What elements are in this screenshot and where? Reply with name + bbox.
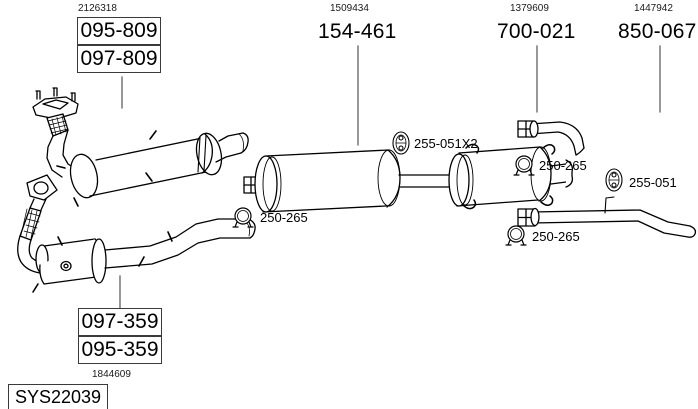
hardware-label-clamp-center-front: 250-265 — [260, 210, 308, 225]
ref-number-1844609: 1844609 — [92, 369, 131, 380]
part-code-850-067[interactable]: 850-067 — [618, 20, 697, 43]
part-code-700-021[interactable]: 700-021 — [497, 20, 576, 43]
ref-number-1447942: 1447942 — [634, 3, 673, 14]
part-center-silencer — [243, 143, 574, 213]
part-front-pipe-lower — [17, 174, 256, 293]
part-front-pipe-upper — [32, 87, 249, 207]
part-code-097-359[interactable]: 097-359 — [78, 308, 162, 336]
part-code-154-461[interactable]: 154-461 — [318, 20, 397, 43]
part-code-095-359[interactable]: 095-359 — [78, 336, 162, 364]
hardware-label-clamp-rear-upper: 250-265 — [539, 158, 587, 173]
hardware-label-mount-rear: 255-051 — [629, 175, 677, 190]
hardware-label-mount-center: 255-051X2 — [414, 136, 478, 151]
ref-number-1509434: 1509434 — [330, 3, 369, 14]
system-code-box[interactable]: SYS22039 — [8, 384, 109, 409]
part-code-097-809[interactable]: 097-809 — [77, 45, 161, 73]
part-rear-pipe-upper — [517, 120, 585, 156]
rubber-mount-icon-rear — [605, 168, 623, 192]
clamp-icon-rear-lower — [505, 225, 527, 246]
ref-number-2126318: 2126318 — [78, 3, 117, 14]
part-code-095-809[interactable]: 095-809 — [77, 17, 161, 45]
ref-number-1379609: 1379609 — [510, 3, 549, 14]
rubber-mount-icon-center — [392, 131, 410, 155]
clamp-icon-rear-upper — [513, 155, 535, 176]
clamp-icon-center-front — [232, 207, 254, 228]
hardware-label-clamp-rear-lower: 250-265 — [532, 229, 580, 244]
